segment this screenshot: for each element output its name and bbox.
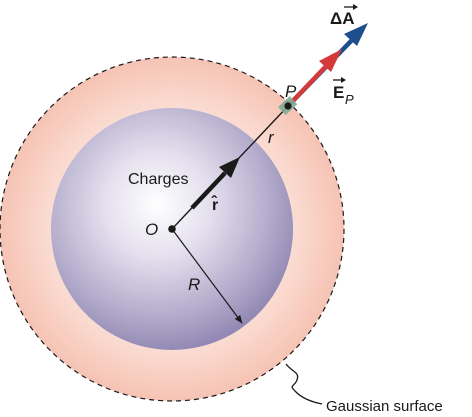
unit-vector-arrowhead	[219, 157, 240, 178]
unit-vector-arrow	[190, 171, 227, 210]
field-vector-line	[286, 62, 330, 108]
label-area-vector: ΔA	[330, 4, 358, 28]
label-point: P	[285, 82, 297, 101]
label-gaussian-surface: Gaussian surface	[326, 398, 443, 415]
label-r: r	[268, 128, 275, 147]
label-field-vector-subscript: P	[345, 92, 354, 107]
radius-arrow	[171, 228, 243, 324]
label-area-vector-text: ΔA	[330, 9, 355, 28]
label-field-vector: E P	[333, 77, 354, 107]
label-origin: O	[145, 220, 158, 239]
label-radius: R	[188, 275, 200, 294]
point-p	[284, 102, 292, 110]
area-vector-arrowhead	[344, 23, 368, 46]
gaussian-leader-line	[285, 363, 323, 405]
label-unit-vector: r̂	[211, 194, 218, 214]
label-field-vector-text: E	[333, 83, 344, 102]
field-vector-arrowhead	[319, 49, 342, 72]
label-charges: Charges	[128, 171, 188, 188]
origin-point	[168, 225, 176, 233]
